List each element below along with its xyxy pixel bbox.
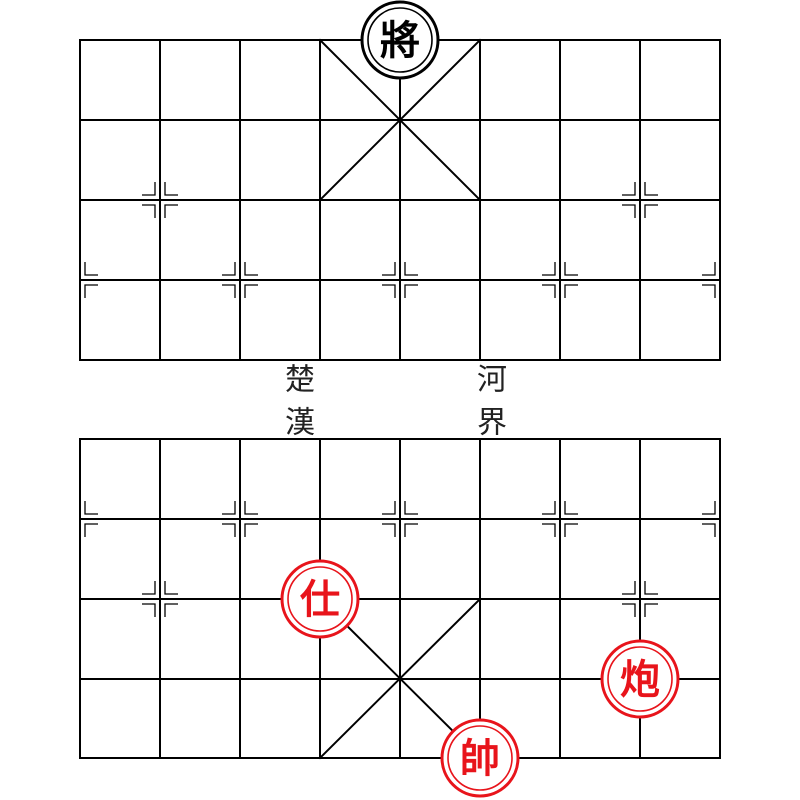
position-mark-8 — [222, 501, 258, 537]
red-advisor-piece[interactable]: 仕 — [280, 559, 360, 639]
position-marks — [84, 182, 716, 617]
position-mark-9 — [382, 501, 418, 537]
red-cannon-label: 炮 — [620, 657, 660, 703]
position-mark-13 — [622, 581, 658, 617]
river-left-top: 楚 — [285, 363, 315, 398]
black-general-ring — [360, 0, 440, 80]
black-general-piece[interactable]: 將 — [360, 0, 440, 80]
red-cannon-piece[interactable]: 炮 — [600, 639, 680, 719]
palace-bottom-diagonal-b — [318, 597, 482, 760]
black-general-inner-ring — [367, 7, 433, 73]
red-general-piece[interactable]: 帥 — [440, 718, 520, 798]
river-right-bottom: 界 — [477, 406, 507, 441]
red-general-label: 帥 — [460, 736, 500, 782]
red-advisor-inner-ring — [287, 566, 353, 632]
position-mark-7 — [84, 501, 98, 537]
red-general-ring — [440, 718, 520, 798]
river-right-top: 河 — [477, 363, 507, 398]
river: 楚 漢 河 界 — [285, 363, 507, 441]
position-mark-1 — [622, 182, 658, 218]
position-mark-0 — [142, 182, 178, 218]
position-mark-6 — [702, 262, 716, 298]
red-cannon-inner-ring — [607, 646, 673, 712]
red-advisor-ring — [280, 559, 360, 639]
position-mark-10 — [542, 501, 578, 537]
black-general-label: 將 — [380, 18, 420, 64]
position-mark-12 — [142, 581, 178, 617]
position-mark-3 — [222, 262, 258, 298]
position-mark-5 — [542, 262, 578, 298]
red-cannon-ring — [600, 639, 680, 719]
position-mark-2 — [84, 262, 98, 298]
palace-top-diagonal-b — [318, 38, 482, 202]
red-advisor-label: 仕 — [300, 577, 340, 623]
red-general-inner-ring — [447, 725, 513, 791]
river-left-bottom: 漢 — [285, 406, 315, 441]
position-mark-4 — [382, 262, 418, 298]
position-mark-11 — [702, 501, 716, 537]
